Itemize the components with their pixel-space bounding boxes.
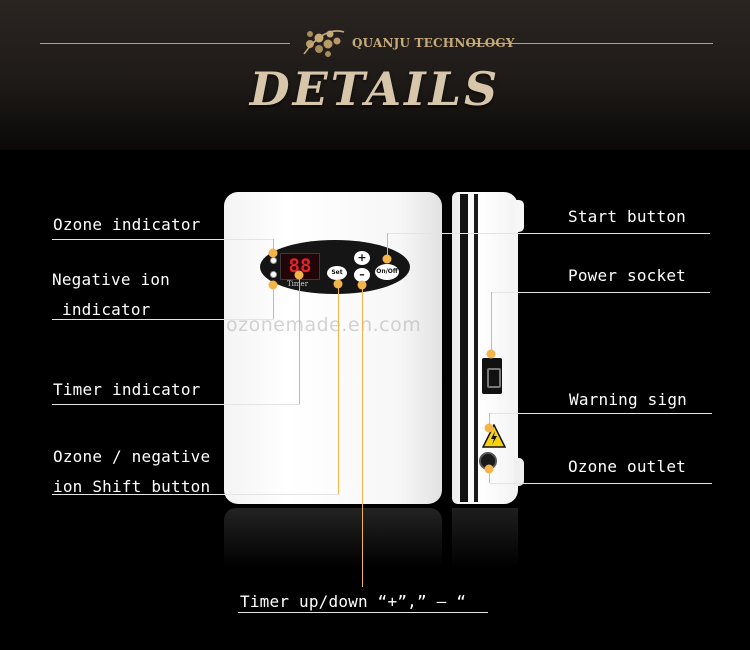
side-stripe (460, 194, 468, 502)
label-ozone-negative-1: Ozone / negative (53, 447, 211, 466)
brand-name: QUANJU TECHNOLOGY (352, 36, 515, 50)
minus-button[interactable]: – (354, 268, 370, 282)
device-front-reflection (224, 508, 442, 568)
header-rule-left (40, 43, 290, 44)
label-warning-sign: Warning sign (569, 390, 687, 409)
callout-dot-ozone-outlet (484, 464, 494, 474)
side-stripe-thin (474, 194, 478, 502)
negative-ion-indicator-led (270, 271, 277, 278)
label-ozone-indicator: Ozone indicator (53, 215, 201, 234)
timer-caption: Timer (287, 280, 309, 288)
side-tab-bottom (514, 458, 524, 486)
warning-sign-icon (482, 424, 506, 448)
header-rule-right (468, 43, 713, 44)
callout-dot-power-socket (486, 349, 496, 359)
label-start-button: Start button (568, 207, 686, 226)
label-negative-ion-1: Negative ion (52, 270, 170, 289)
callout-start-button-v (387, 233, 388, 259)
callout-dot-ozone-indicator (268, 248, 278, 258)
underline-ozone-indicator (52, 239, 274, 240)
underline-negative-ion (52, 319, 274, 320)
label-negative-ion-2: indicator (62, 300, 151, 319)
device-side-reflection (452, 508, 518, 568)
brand-logo-icon (303, 30, 345, 57)
underline-power-socket (492, 292, 710, 293)
underline-ozone-outlet (490, 483, 712, 484)
callout-dot-timer-indicator (294, 270, 304, 280)
underline-timer-updown (238, 612, 488, 613)
watermark: ozonemade.en.com (226, 314, 422, 336)
label-timer-indicator: Timer indicator (53, 380, 201, 399)
underline-warning-sign (490, 413, 712, 414)
callout-warning-sign-v (489, 413, 490, 428)
label-ozone-outlet: Ozone outlet (568, 457, 686, 476)
page-title: DETAILS (249, 62, 501, 116)
callout-timer-updown-v (362, 285, 363, 587)
callout-dot-timer-updown (357, 280, 367, 290)
set-button[interactable]: Set (327, 266, 347, 280)
side-tab-top (514, 200, 524, 232)
underline-start-button (388, 233, 710, 234)
callout-negative-ion-v (273, 285, 274, 319)
callout-dot-start-button (382, 254, 392, 264)
callout-ozone-indicator-v (273, 239, 274, 253)
callout-power-socket-v (491, 292, 492, 354)
power-socket-inner (487, 368, 501, 388)
label-ozone-negative-2: ion Shift button (53, 477, 211, 496)
label-timer-updown: Timer up/down “+”,” – “ (240, 592, 467, 611)
on-off-button[interactable]: On/Off (375, 264, 399, 280)
underline-ozone-negative (52, 494, 339, 495)
callout-timer-indicator-v (299, 275, 300, 404)
callout-dot-set-button (333, 279, 343, 289)
callout-dot-negative-ion (268, 280, 278, 290)
callout-dot-warning-sign (484, 423, 494, 433)
label-power-socket: Power socket (568, 266, 686, 285)
callout-set-button-v (338, 284, 339, 494)
header-band (0, 0, 750, 150)
plus-button[interactable]: + (354, 251, 370, 265)
ozone-indicator-led (270, 257, 277, 264)
callout-ozone-outlet-v (489, 469, 490, 483)
underline-timer-indicator (52, 404, 300, 405)
